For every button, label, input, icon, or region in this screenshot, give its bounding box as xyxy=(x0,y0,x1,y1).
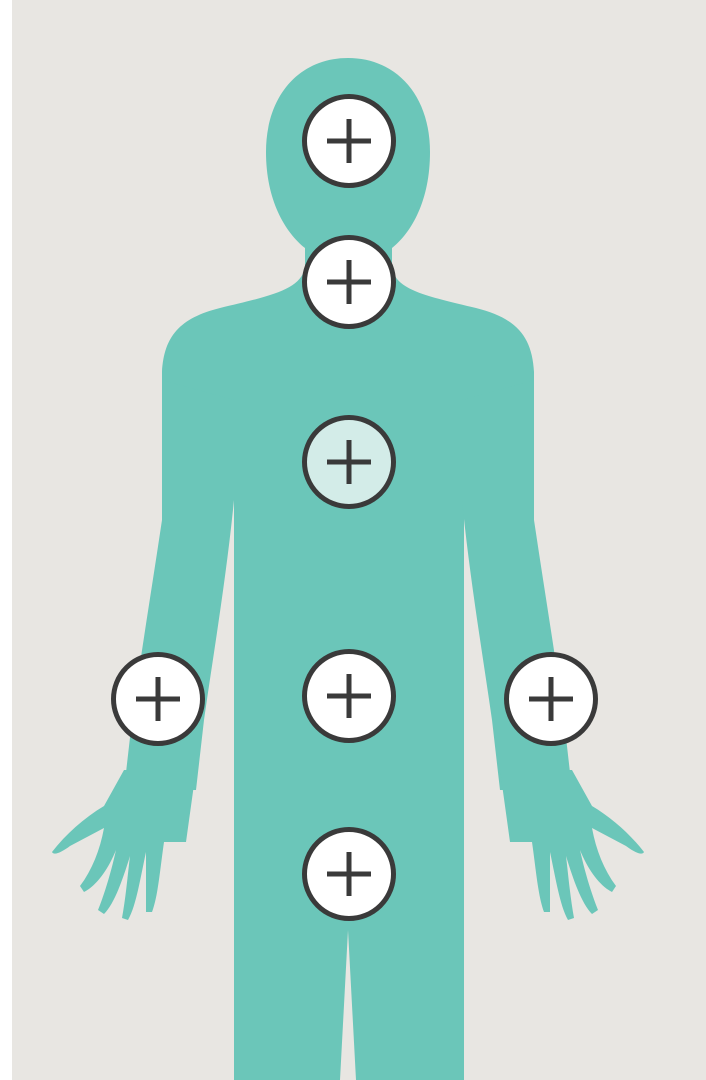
plus-icon xyxy=(116,657,200,741)
plus-icon xyxy=(307,240,391,324)
pelvis-hotspot[interactable] xyxy=(302,827,396,921)
right-arm-hotspot[interactable] xyxy=(504,652,598,746)
plus-icon xyxy=(307,832,391,916)
head-hotspot[interactable] xyxy=(302,94,396,188)
plus-icon xyxy=(307,99,391,183)
plus-icon xyxy=(307,420,391,504)
plus-icon xyxy=(307,654,391,738)
plus-icon xyxy=(509,657,593,741)
left-hand-shape xyxy=(52,770,196,920)
chest-hotspot[interactable] xyxy=(302,415,396,509)
left-arm-hotspot[interactable] xyxy=(111,652,205,746)
neck-hotspot[interactable] xyxy=(302,235,396,329)
right-hand-shape xyxy=(500,770,644,920)
abdomen-hotspot[interactable] xyxy=(302,649,396,743)
